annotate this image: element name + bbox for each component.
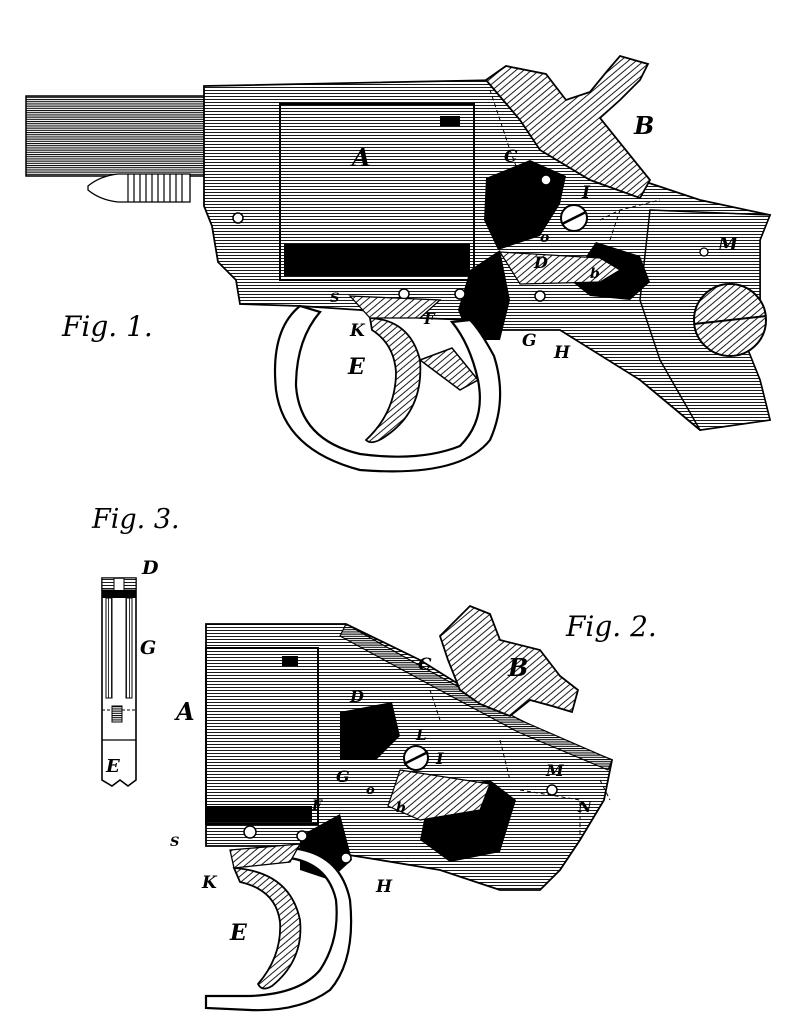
fig2-label-K: K (201, 873, 218, 893)
fig2-trigger (232, 866, 302, 990)
fig3-labels: Fig. 3. D G E (91, 504, 180, 777)
fig1-caption: Fig. 1. (61, 310, 153, 343)
fig2-label-H: H (375, 877, 393, 897)
fig1-labels: Fig. 1. A B C a I L o D b M S K F G H E (61, 111, 739, 380)
fig1-label-G: G (522, 331, 537, 351)
fig2-hammer (438, 604, 580, 718)
fig3-part (101, 577, 137, 787)
fig1-label-o: o (540, 230, 549, 246)
fig2-label-F: F (311, 798, 323, 814)
fig1-label-S: S (330, 291, 339, 306)
fig3-label-E: E (105, 756, 120, 777)
fig1-trigger (364, 317, 422, 444)
fig1-label-A: A (350, 143, 371, 172)
fig1-label-F: F (423, 310, 436, 328)
fig1-label-a: a (524, 192, 534, 210)
fig1-trigger-guard (273, 304, 502, 473)
fig1-label-B: B (633, 111, 654, 140)
fig1-label-L: L (499, 214, 511, 232)
fig2-mechanism-dark (340, 702, 400, 760)
fig2-label-L: L (415, 726, 427, 744)
fig2-label-A: A (174, 697, 195, 726)
fig1-hammer (484, 54, 652, 200)
fig2-cylinder (205, 647, 319, 825)
fig1-label-M: M (717, 234, 739, 255)
fig2-label-S: S (170, 835, 179, 850)
fig2-trigger-guard (204, 846, 353, 1012)
fig1-label-E: E (347, 354, 366, 380)
fig2-label-I: I (435, 749, 444, 768)
fig2-label-o: o (366, 783, 375, 798)
fig3-caption: Fig. 3. (91, 504, 180, 535)
fig2-label-a: a (370, 746, 379, 762)
fig1-barrel (25, 95, 209, 177)
fig2-mechanism (204, 604, 614, 1012)
fig1-label-K: K (349, 321, 366, 341)
fig2-caption: Fig. 2. (565, 610, 657, 643)
fig3-label-D: D (141, 557, 159, 579)
fig2-label-b: b (396, 800, 406, 816)
fig1-label-C: C (504, 147, 518, 167)
fig1-bullet (87, 173, 191, 203)
fig1-label-I: I (581, 183, 591, 203)
fig1-label-H: H (553, 343, 571, 363)
fig3-label-G: G (140, 637, 156, 659)
fig2-label-B: B (507, 653, 528, 682)
fig1-label-D: D (533, 253, 548, 272)
fig2-label-M: M (545, 761, 565, 780)
fig2-label-C: C (418, 655, 432, 675)
fig2-label-G: G (336, 767, 350, 786)
fig2-labels: Fig. 2. A B C D L I a o G F b M N S K H … (170, 610, 657, 946)
fig2-label-E: E (229, 920, 248, 946)
fig1-label-b: b (590, 266, 600, 282)
fig2-label-N: N (577, 798, 593, 816)
fig2-label-D: D (349, 687, 364, 706)
fig1-revolver (25, 54, 772, 473)
